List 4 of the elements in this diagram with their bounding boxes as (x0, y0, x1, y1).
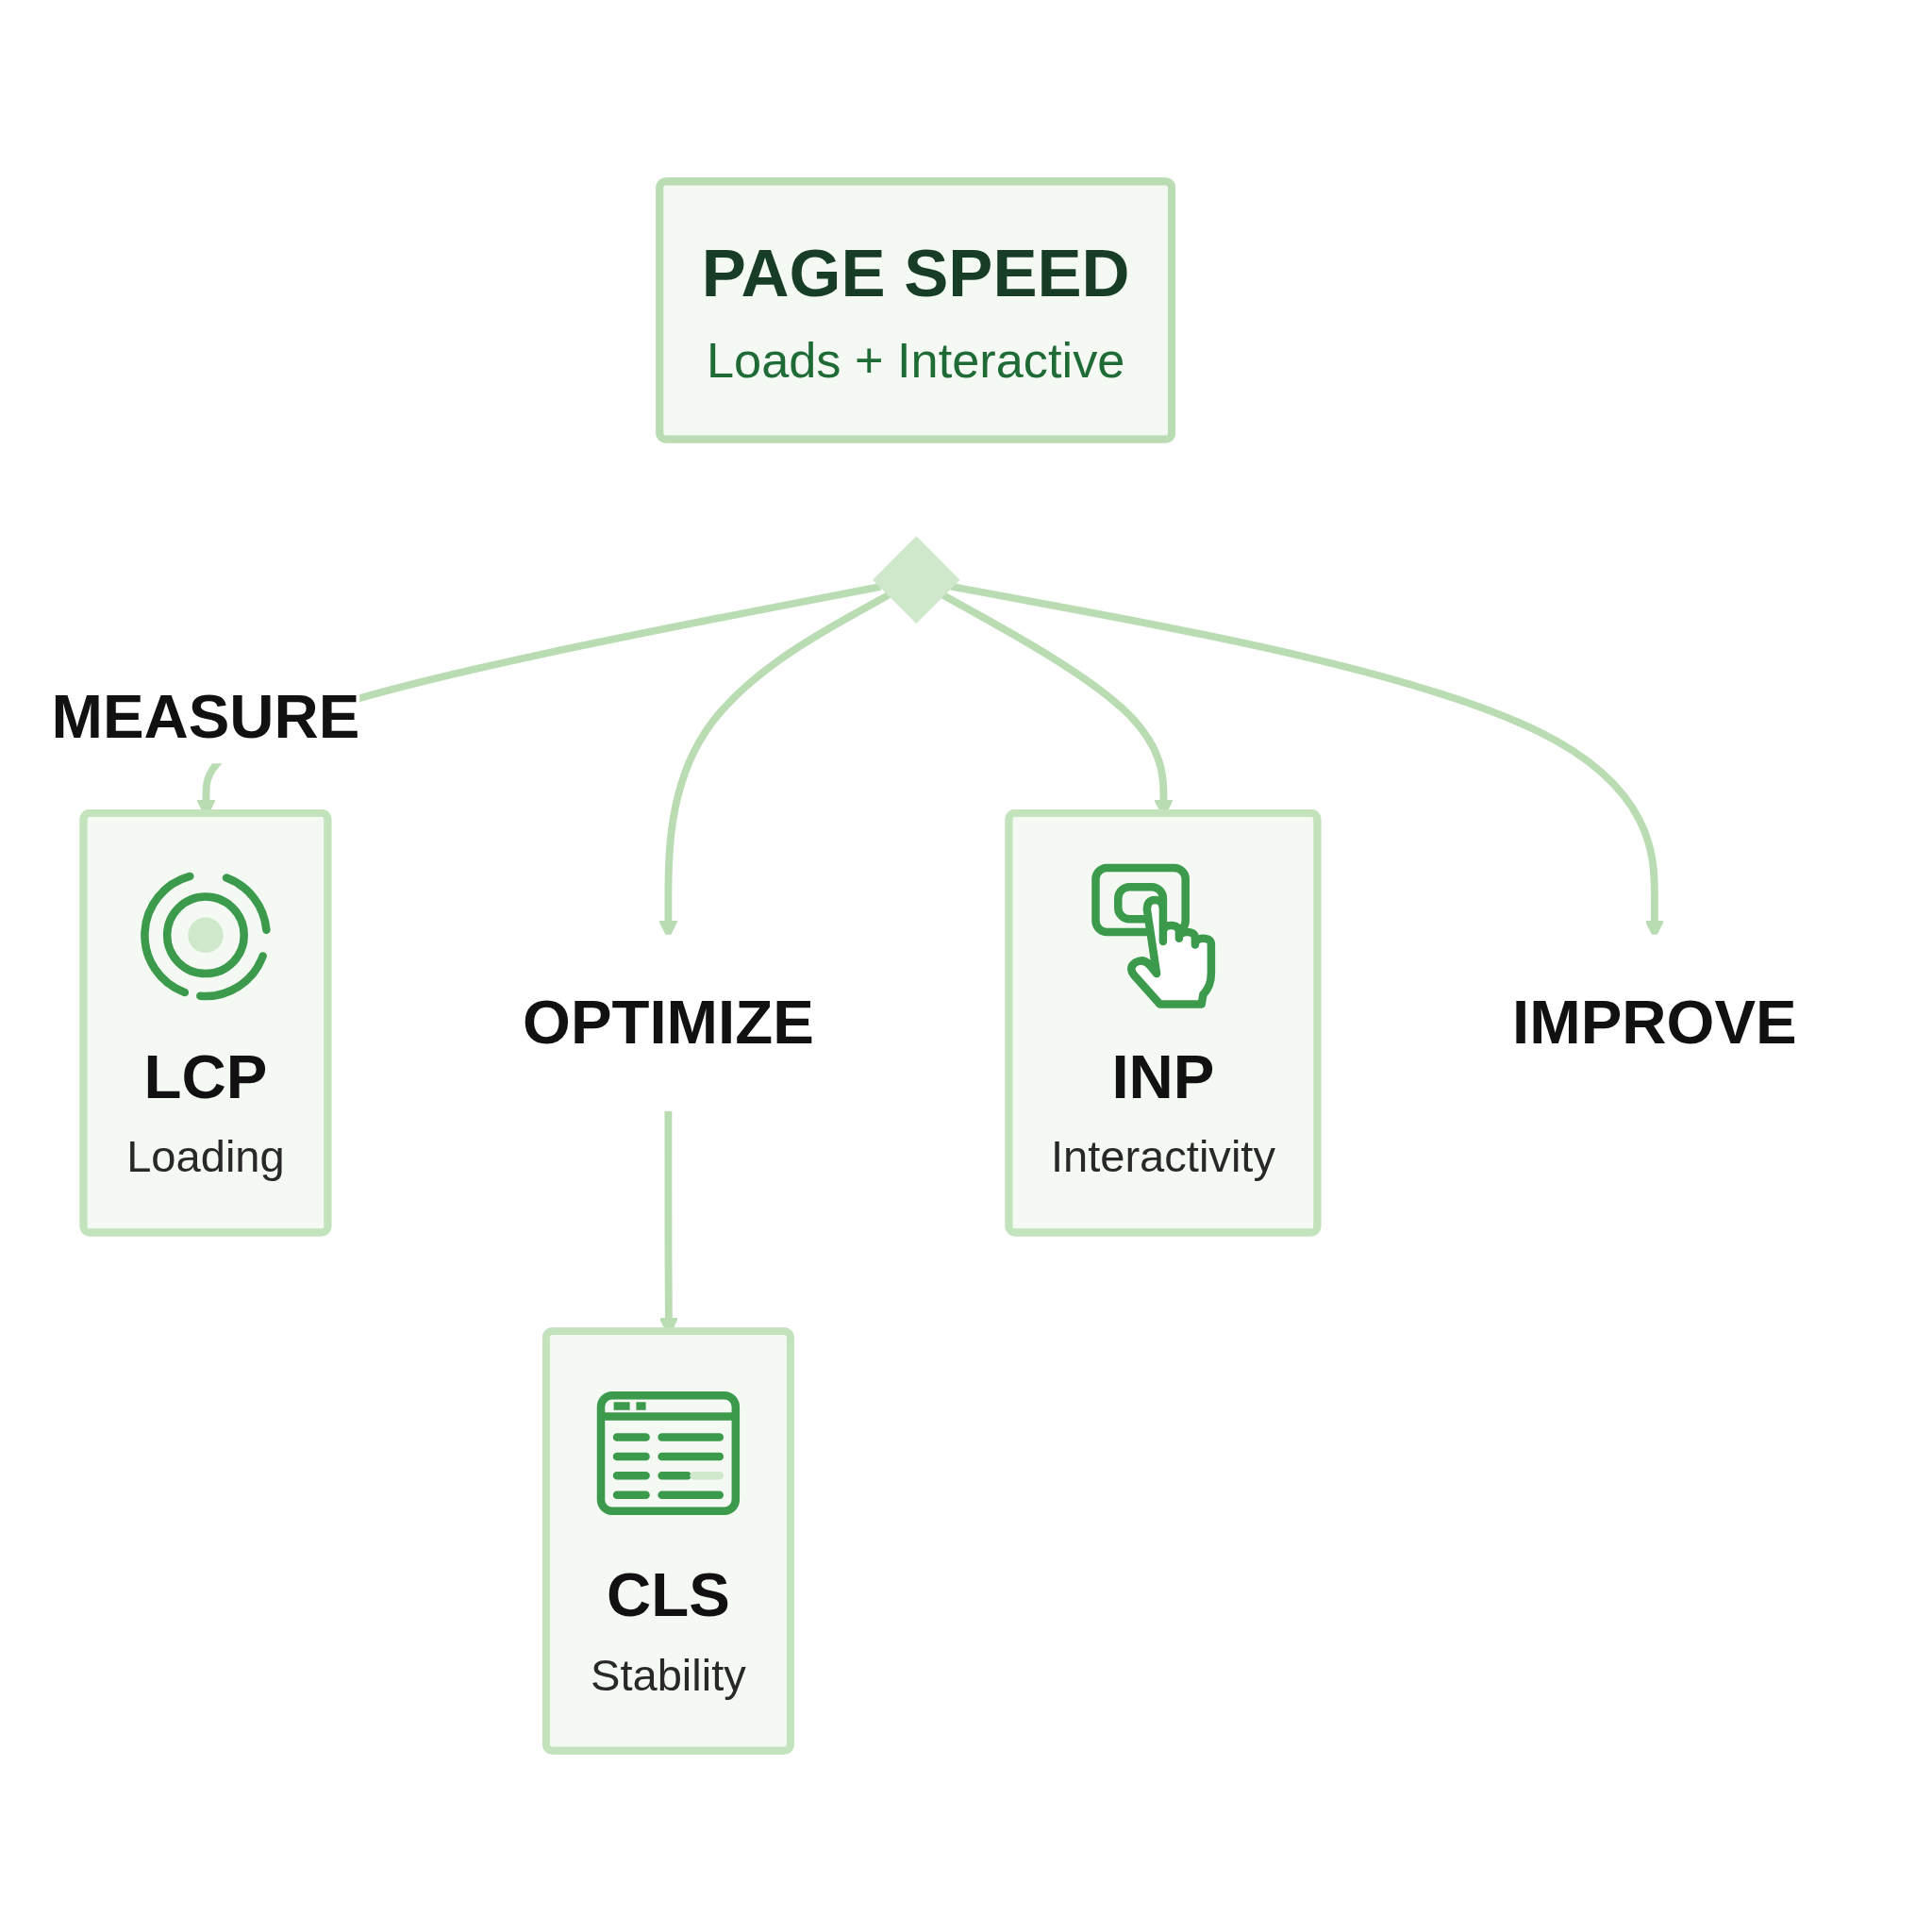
node-text: OPTIMIZE (523, 987, 814, 1058)
edge-label: MEASURE (51, 682, 360, 752)
node-diamond (873, 536, 960, 624)
node-text: IMPROVE (1512, 987, 1797, 1058)
